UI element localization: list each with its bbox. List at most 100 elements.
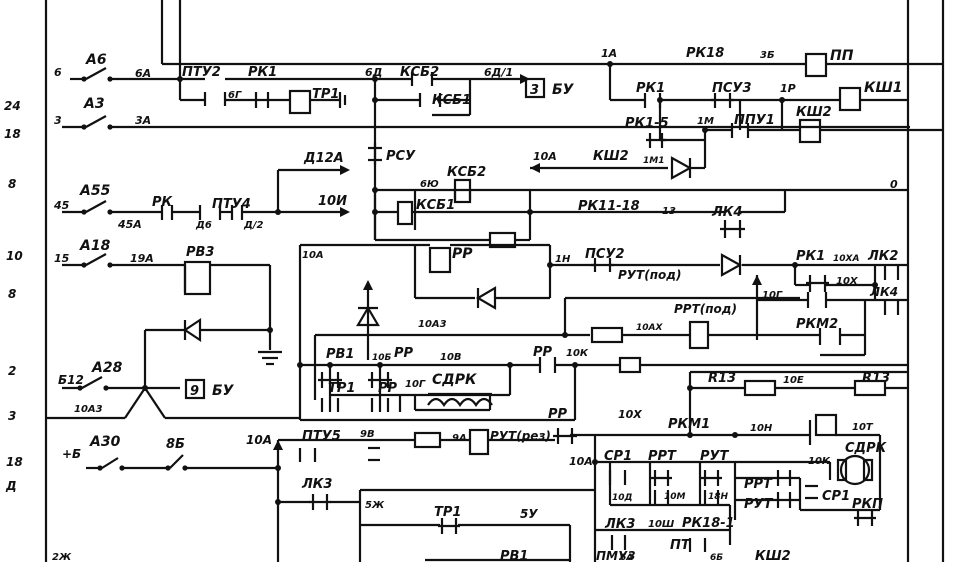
contact-ptu5 xyxy=(298,448,317,462)
coil-ksb2 xyxy=(453,178,472,204)
breaker-a3 xyxy=(81,115,113,130)
box-3-id: 3 xyxy=(530,83,539,98)
label-6d1: 6Д/1 xyxy=(484,66,513,79)
label-2zh: 2Ж xyxy=(52,552,72,562)
motor-sdrk xyxy=(836,454,874,486)
edge-label: 24 xyxy=(4,99,21,113)
label-sr1-b: СР1 xyxy=(822,489,850,504)
label-pv3: РВ3 xyxy=(186,245,214,260)
contact-9v xyxy=(368,446,380,462)
label-rr-c: РР xyxy=(533,345,553,360)
label-1r: 1Р xyxy=(780,82,796,95)
label-10d: 10Д xyxy=(612,493,633,503)
label-5zh: 5Ж xyxy=(365,500,385,511)
coil-sdrk xyxy=(427,392,493,407)
contact-rk1-c xyxy=(806,275,829,292)
label-10x-a: 10Х xyxy=(836,276,859,287)
breaker-a55 xyxy=(81,200,113,215)
breaker-a6-name: А6 xyxy=(85,52,107,68)
label-psu3: ПСУ3 xyxy=(712,81,752,96)
box-9-id: 9 xyxy=(190,384,199,399)
components xyxy=(77,52,900,552)
contact-rut-b xyxy=(776,492,792,508)
label-6a: 6А xyxy=(620,553,633,562)
label-d6: Д6 xyxy=(195,220,212,231)
contact-psu2 xyxy=(591,258,614,272)
edge-label: 8 xyxy=(8,177,16,191)
label-rk: РК xyxy=(152,195,174,210)
box-3-label: БУ xyxy=(552,82,575,98)
label-ksh2-c: КШ2 xyxy=(755,549,791,562)
label-13: 13 xyxy=(662,206,676,217)
arrow-80g xyxy=(363,280,373,290)
label-1a: 1А xyxy=(601,47,617,60)
edge-label: 18 xyxy=(6,455,23,469)
contact-sr1-b xyxy=(805,484,818,500)
contact-rr-b xyxy=(368,372,392,388)
breaker-a6-left: 6 xyxy=(54,66,62,79)
label-sr1: СР1 xyxy=(604,449,632,464)
label-10t: 10Т xyxy=(852,422,874,433)
label-ksh1: КШ1 xyxy=(864,80,902,96)
edge-label: 8 xyxy=(8,287,16,301)
box-9-label: БУ xyxy=(212,383,235,399)
contact-rpt-b xyxy=(776,470,792,486)
contact-lk3 xyxy=(309,494,331,510)
label-lk2: ЛК2 xyxy=(867,249,898,264)
label-rr-e: РР xyxy=(548,407,568,422)
resistor-r13-a xyxy=(743,379,777,397)
label-1m1: 1М1 xyxy=(643,156,664,166)
diode-80g xyxy=(356,305,380,327)
label-pp: ПП xyxy=(830,48,854,64)
label-pt: ПТ xyxy=(670,538,691,553)
edge-label: 2 xyxy=(8,364,16,378)
diode-10xa xyxy=(720,253,743,277)
label-lk3: ЛК3 xyxy=(301,477,332,492)
label-10xa: 10ХА xyxy=(833,254,859,264)
breaker-a55-right: 45А xyxy=(117,218,142,231)
label-80g: 10А3 xyxy=(418,319,447,330)
diode-rr xyxy=(475,286,497,310)
contact-rk-45 xyxy=(160,205,174,220)
label-rv1-b: РВ1 xyxy=(500,549,528,562)
label-10n: 10Н xyxy=(750,423,773,434)
label-ksb1-b: КСБ1 xyxy=(416,198,455,213)
label-rk15: РК1-5 xyxy=(625,116,669,131)
contact-d6 xyxy=(198,205,222,220)
edge-label: 10 xyxy=(6,249,23,263)
label-rkm1: РКМ1 xyxy=(668,417,710,432)
arrow-10a-c xyxy=(273,440,283,450)
breaker-a30 xyxy=(97,457,125,471)
label-1m: 1М xyxy=(697,116,714,127)
coil-pp xyxy=(804,52,828,78)
label-tr1-c: ТР1 xyxy=(434,505,461,520)
edge-label: Д xyxy=(5,479,17,493)
label-rpt-a: РРТ xyxy=(648,449,677,464)
breaker-a28-name: А28 xyxy=(91,360,123,376)
breaker-a3-left: 3 xyxy=(54,114,62,127)
label-rkm2: РКМ2 xyxy=(796,317,838,332)
wiring xyxy=(44,0,945,562)
coil-10t xyxy=(814,413,838,437)
label-ksb1: КСБ1 xyxy=(432,93,471,108)
label-rut-a: РУТ xyxy=(700,449,730,464)
label-d2: Д/2 xyxy=(243,220,264,231)
label-18n: 18Н xyxy=(708,492,729,502)
diode-1m1 xyxy=(670,156,693,180)
box-9-frame xyxy=(184,378,206,400)
label-0: 0 xyxy=(890,178,898,191)
junction-dots xyxy=(142,61,878,505)
contact-lk4 xyxy=(720,220,745,238)
coil-rpt xyxy=(688,320,710,350)
arrow-d12a xyxy=(340,165,350,175)
label-ksh2-b: КШ2 xyxy=(593,149,629,164)
breaker-labels: А6 6 6А А3 3 3А А55 45 45А А18 15 19А А2… xyxy=(53,52,154,461)
resistor-r13-b xyxy=(853,379,887,397)
arrow-10a xyxy=(530,163,540,173)
contact-lk4-b xyxy=(883,300,900,315)
label-10g: 10Г xyxy=(405,379,426,390)
contact-18n xyxy=(703,490,720,504)
coil-tr1 xyxy=(288,89,347,115)
contact-rr-c xyxy=(538,357,557,373)
edge-label: 18 xyxy=(4,127,21,141)
